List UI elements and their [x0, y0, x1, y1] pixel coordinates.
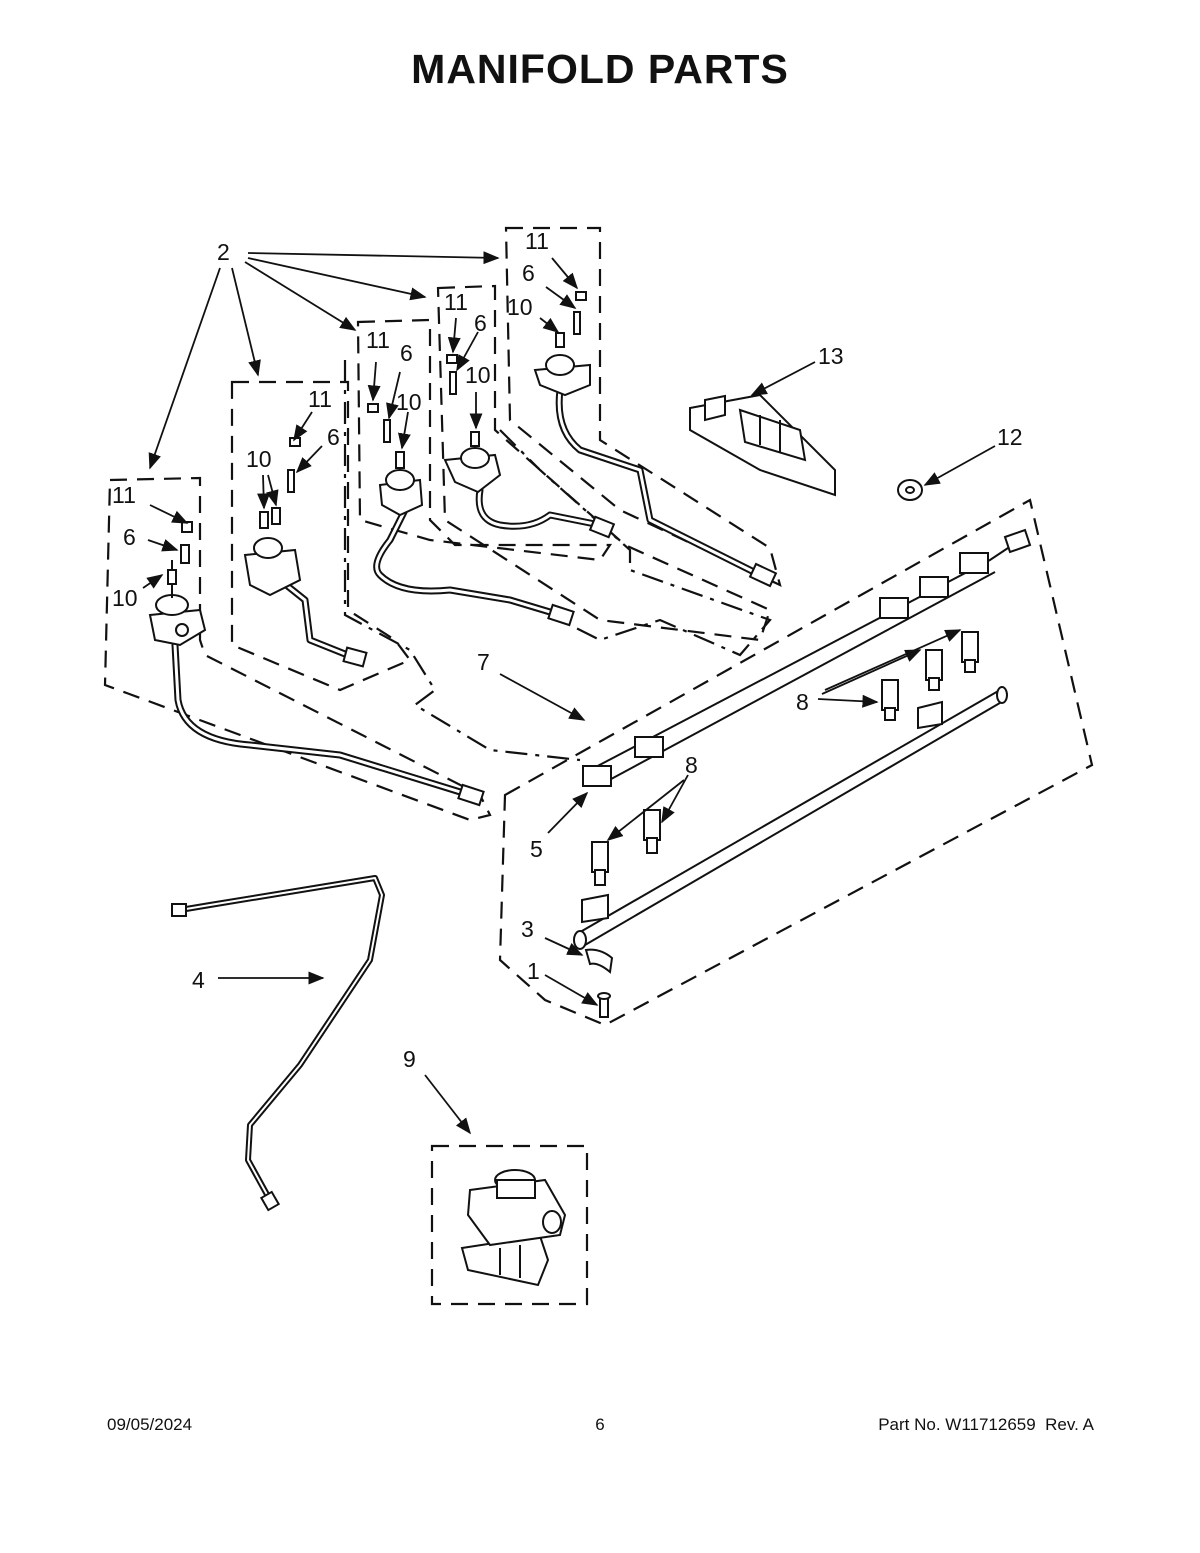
valve — [925, 649, 943, 691]
callout-11-b: 11 — [308, 386, 332, 412]
burner-bases — [148, 291, 591, 647]
callout-2: 2 — [217, 239, 230, 265]
callout-5: 5 — [530, 836, 543, 862]
manifold-outline — [498, 498, 1094, 1027]
pipe-clamp — [584, 948, 614, 974]
callout-6-left: 6 — [123, 524, 136, 550]
harness-bracket — [634, 736, 664, 758]
valve — [643, 809, 661, 854]
harness-bracket — [919, 576, 949, 598]
callout-10-left: 10 — [112, 585, 138, 611]
callout-12: 12 — [997, 424, 1023, 450]
harness-bracket — [879, 597, 909, 619]
callout-7: 7 — [477, 649, 490, 675]
callout-11-e: 11 — [525, 228, 549, 254]
callout-10-e: 10 — [507, 294, 533, 320]
callout-10-d: 10 — [465, 362, 491, 388]
third-burner-outline — [356, 318, 613, 562]
mounting-screw — [597, 992, 611, 1018]
callout-13: 13 — [818, 343, 844, 369]
fitting-fifth — [748, 562, 778, 588]
burner-base-second — [243, 437, 302, 597]
left-burner-tube — [171, 641, 474, 799]
footer-date: 09/05/2024 — [107, 1415, 193, 1434]
callout-6-d: 6 — [474, 310, 487, 336]
connector-outline-b — [499, 429, 772, 657]
connector-outline-a — [343, 360, 581, 762]
part-number: W11712659 — [945, 1415, 1036, 1434]
callout-3: 3 — [521, 916, 534, 942]
footer-page-number: 6 — [595, 1415, 605, 1434]
valve — [961, 631, 979, 673]
fitting-third — [547, 603, 575, 627]
tube-fittings — [342, 515, 778, 807]
fitting-left — [457, 783, 485, 807]
callout-11-left: 11 — [112, 482, 136, 508]
callout-6-c: 6 — [400, 340, 413, 366]
fifth-burner-outline — [504, 226, 782, 588]
burner-base-left — [148, 521, 207, 647]
second-burner-outline — [230, 380, 412, 692]
valve — [881, 679, 899, 721]
part-no-label: Part No. — [878, 1415, 941, 1434]
pipe-bracket — [581, 893, 609, 924]
footer-part-info: Part No. W11712659 Rev. A — [878, 1415, 1094, 1435]
washer — [897, 479, 923, 501]
callout-6-e: 6 — [522, 260, 535, 286]
fourth-burner-outline — [436, 284, 772, 642]
burner-base-fifth — [533, 291, 591, 397]
callout-10-b: 10 — [246, 446, 272, 472]
regulator-outline — [430, 1144, 589, 1306]
fitting-second — [342, 646, 368, 668]
spark-module — [689, 393, 836, 497]
fitting-fourth — [588, 515, 616, 539]
callout-1: 1 — [527, 958, 540, 984]
callout-8-right: 8 — [796, 689, 809, 715]
callout-9: 9 — [403, 1046, 416, 1072]
callout-10-c: 10 — [396, 389, 422, 415]
callout-8-left: 8 — [685, 752, 698, 778]
supply-tube — [177, 875, 385, 1203]
harness-bracket — [582, 765, 612, 787]
burner-base-fourth — [443, 354, 502, 494]
connector-outlines — [343, 360, 772, 762]
callout-4: 4 — [192, 967, 205, 993]
leader-arrows — [142, 251, 996, 1135]
revision: A — [1082, 1415, 1094, 1434]
harness-bracket — [959, 552, 989, 574]
valve — [591, 841, 609, 886]
pipe-bracket — [917, 700, 943, 730]
callout-11-d: 11 — [444, 289, 468, 315]
gas-tubing-inner — [173, 388, 762, 797]
page-title: MANIFOLD PARTS — [411, 46, 789, 92]
callout-labels: 2 11 6 10 11 10 6 11 6 10 11 6 10 11 6 1… — [112, 228, 1023, 1072]
left-burner-outline — [103, 476, 492, 822]
rev-label: Rev. — [1045, 1415, 1079, 1434]
assembly-outlines — [103, 226, 1094, 1306]
burner-base-third — [367, 403, 424, 517]
pressure-regulator — [460, 1169, 567, 1287]
manifold-assembly — [573, 528, 1032, 1018]
callout-11-c: 11 — [366, 327, 390, 353]
manifold-pipe — [574, 689, 1006, 946]
callout-6-b: 6 — [327, 424, 340, 450]
